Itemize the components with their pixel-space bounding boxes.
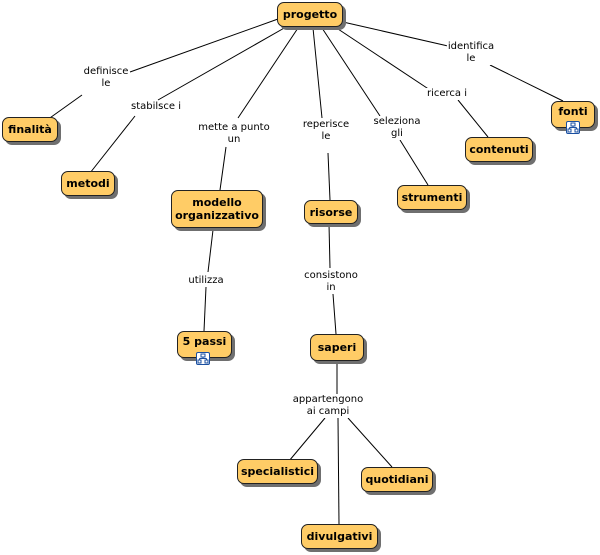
- concept-strumenti[interactable]: strumenti: [397, 185, 467, 210]
- link-line-strumenti: [321, 27, 381, 117]
- concept-quotidiani[interactable]: quotidiani: [361, 467, 433, 492]
- link-line-quotidiani: [347, 417, 393, 468]
- concept-finalita[interactable]: finalità: [2, 117, 58, 142]
- concept-fonti[interactable]: fonti: [551, 101, 595, 128]
- link-line-divulgativi: [337, 417, 340, 525]
- link-label-mette-a-punto: mette a punto un: [197, 122, 271, 146]
- concept-map-link-icon[interactable]: [196, 352, 210, 365]
- link-line-contenuti: [331, 24, 431, 91]
- link-line-specialistici: [288, 417, 326, 462]
- concept-contenuti[interactable]: contenuti: [465, 137, 533, 162]
- link-label-definisce: definisce le: [82, 66, 130, 90]
- link-label-consistono: consistono in: [303, 270, 359, 294]
- concept-map-link-icon[interactable]: [566, 121, 580, 134]
- link-label-utilizza: utilizza: [187, 275, 225, 287]
- concept-progetto[interactable]: progetto: [277, 2, 343, 27]
- link-line-metodi: [89, 115, 136, 174]
- link-label-seleziona: seleziona gli: [372, 116, 422, 140]
- concept-metodi[interactable]: metodi: [61, 171, 115, 196]
- link-label-appartengono: appartengono ai campi: [291, 394, 365, 418]
- concept-5-passi[interactable]: 5 passi: [177, 331, 232, 358]
- link-line-contenuti: [457, 99, 489, 138]
- concept-specialistici[interactable]: specialistici: [237, 459, 318, 484]
- link-line-cinque-passi: [207, 229, 214, 273]
- link-label-ricerca: ricerca i: [425, 88, 469, 100]
- link-line-modello: [219, 146, 227, 191]
- concept-divulgativi[interactable]: divulgativi: [301, 524, 378, 549]
- link-line-fonti: [342, 21, 449, 47]
- link-line-metodi: [157, 26, 287, 101]
- link-label-identifica: identifica le: [446, 41, 496, 65]
- link-line-modello: [237, 27, 299, 119]
- link-line-risorse: [327, 152, 331, 201]
- link-line-risorse: [312, 27, 323, 119]
- link-line-saperi: [328, 223, 331, 269]
- concept-saperi[interactable]: saperi: [310, 334, 364, 361]
- link-label-stabilisce: stabilsce i: [130, 101, 182, 113]
- link-line-fonti: [489, 64, 564, 102]
- link-line-finalita: [129, 18, 279, 73]
- concept-modello-organizzativo[interactable]: modello organizzativo: [171, 190, 263, 228]
- link-label-reperisce: reperisce le: [301, 119, 351, 143]
- link-line-saperi: [332, 293, 337, 335]
- link-line-strumenti: [399, 139, 429, 186]
- link-line-cinque-passi: [203, 286, 207, 332]
- concept-risorse[interactable]: risorse: [304, 200, 358, 224]
